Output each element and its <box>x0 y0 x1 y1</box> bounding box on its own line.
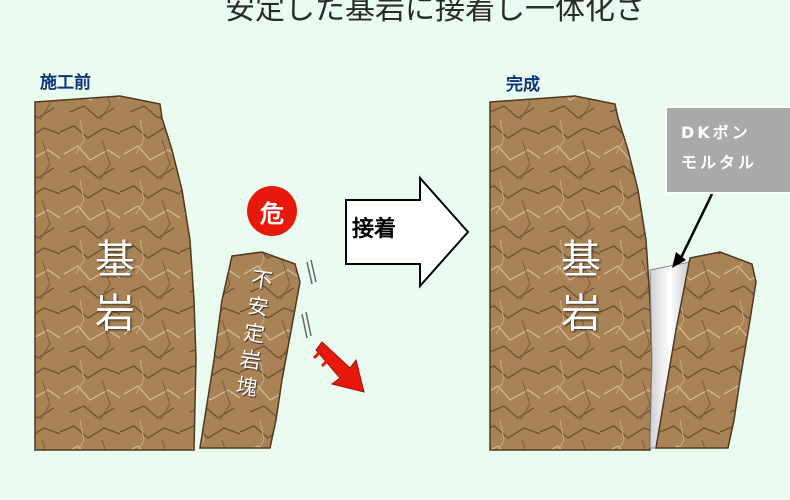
bedrock-after-text: 基岩 <box>554 238 600 346</box>
unstable-block <box>199 251 301 449</box>
bedrock-before-text: 基岩 <box>88 238 134 346</box>
slide-title: 安定した基岩に接着し一体化さ <box>225 0 645 27</box>
arrow-label: 接着 <box>352 217 397 242</box>
falling-arrow-icon <box>312 341 365 393</box>
before-label: 施工前 <box>40 73 91 93</box>
callout-box: DKボン モルタル <box>665 106 790 194</box>
attached-block <box>655 251 757 449</box>
bedrock-after <box>489 95 653 451</box>
callout-line-1: DKボン <box>681 123 751 142</box>
process-arrow-icon <box>345 175 470 289</box>
after-label: 完成 <box>506 75 540 95</box>
bedrock-before <box>34 95 197 451</box>
callout-line-2: モルタル <box>681 153 758 172</box>
danger-badge: 危 <box>247 186 297 236</box>
callout-pointer <box>676 193 714 265</box>
motion-lines-icon <box>301 259 317 339</box>
